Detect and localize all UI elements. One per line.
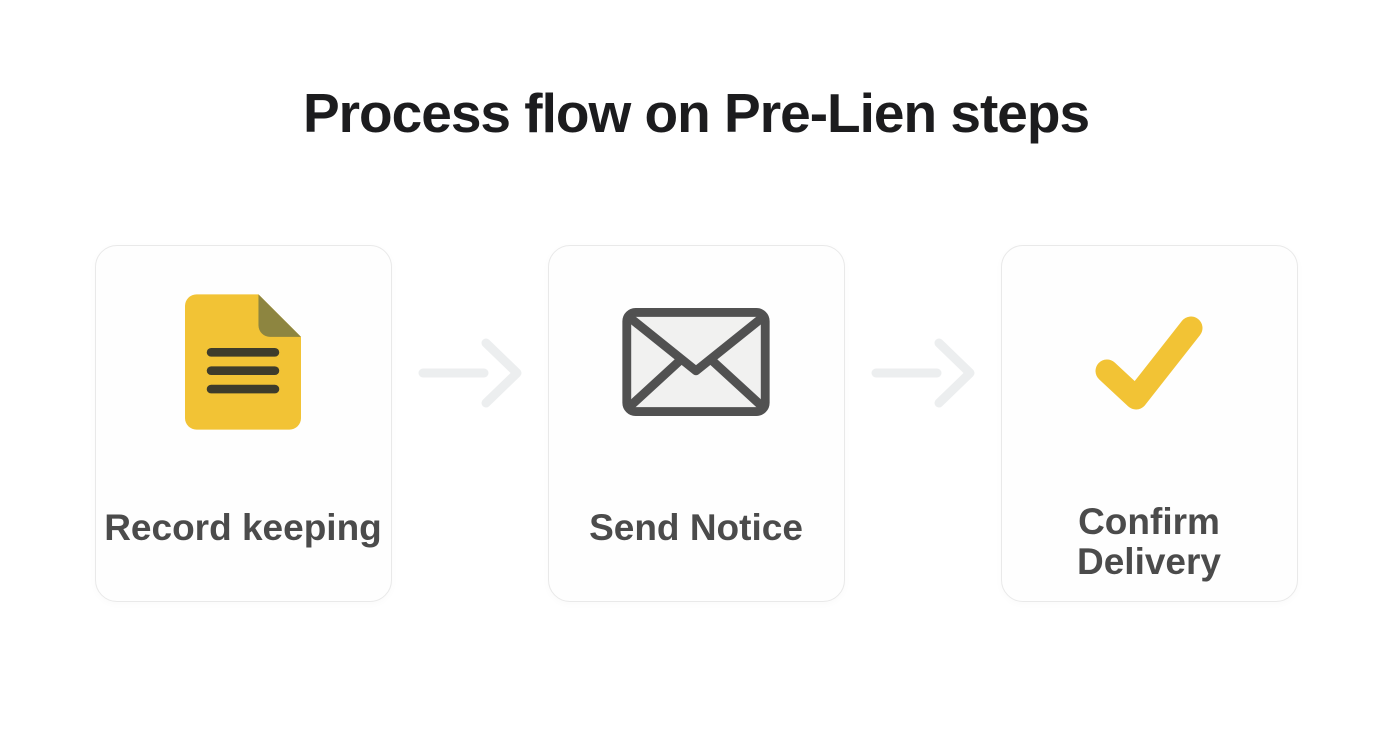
checkmark-icon — [1002, 246, 1297, 478]
step-card-send-notice: Send Notice — [547, 245, 845, 603]
step-card-confirm-delivery: Confirm Delivery — [1000, 245, 1298, 603]
step-card-record-keeping: Record keeping — [94, 245, 392, 603]
step-label-send-notice: Send Notice — [589, 507, 803, 549]
page-title: Process flow on Pre-Lien steps — [302, 82, 1090, 144]
process-flow-page: Process flow on Pre-Lien steps Record ke… — [0, 82, 1392, 603]
arrow-right-icon — [845, 245, 1001, 602]
process-flow: Record keeping — [0, 245, 1392, 603]
envelope-icon — [549, 246, 844, 478]
step-label-record-keeping: Record keeping — [104, 507, 382, 549]
document-icon — [96, 246, 391, 478]
step-label-confirm-delivery: Confirm Delivery — [1077, 501, 1221, 583]
arrow-right-icon — [392, 245, 548, 602]
